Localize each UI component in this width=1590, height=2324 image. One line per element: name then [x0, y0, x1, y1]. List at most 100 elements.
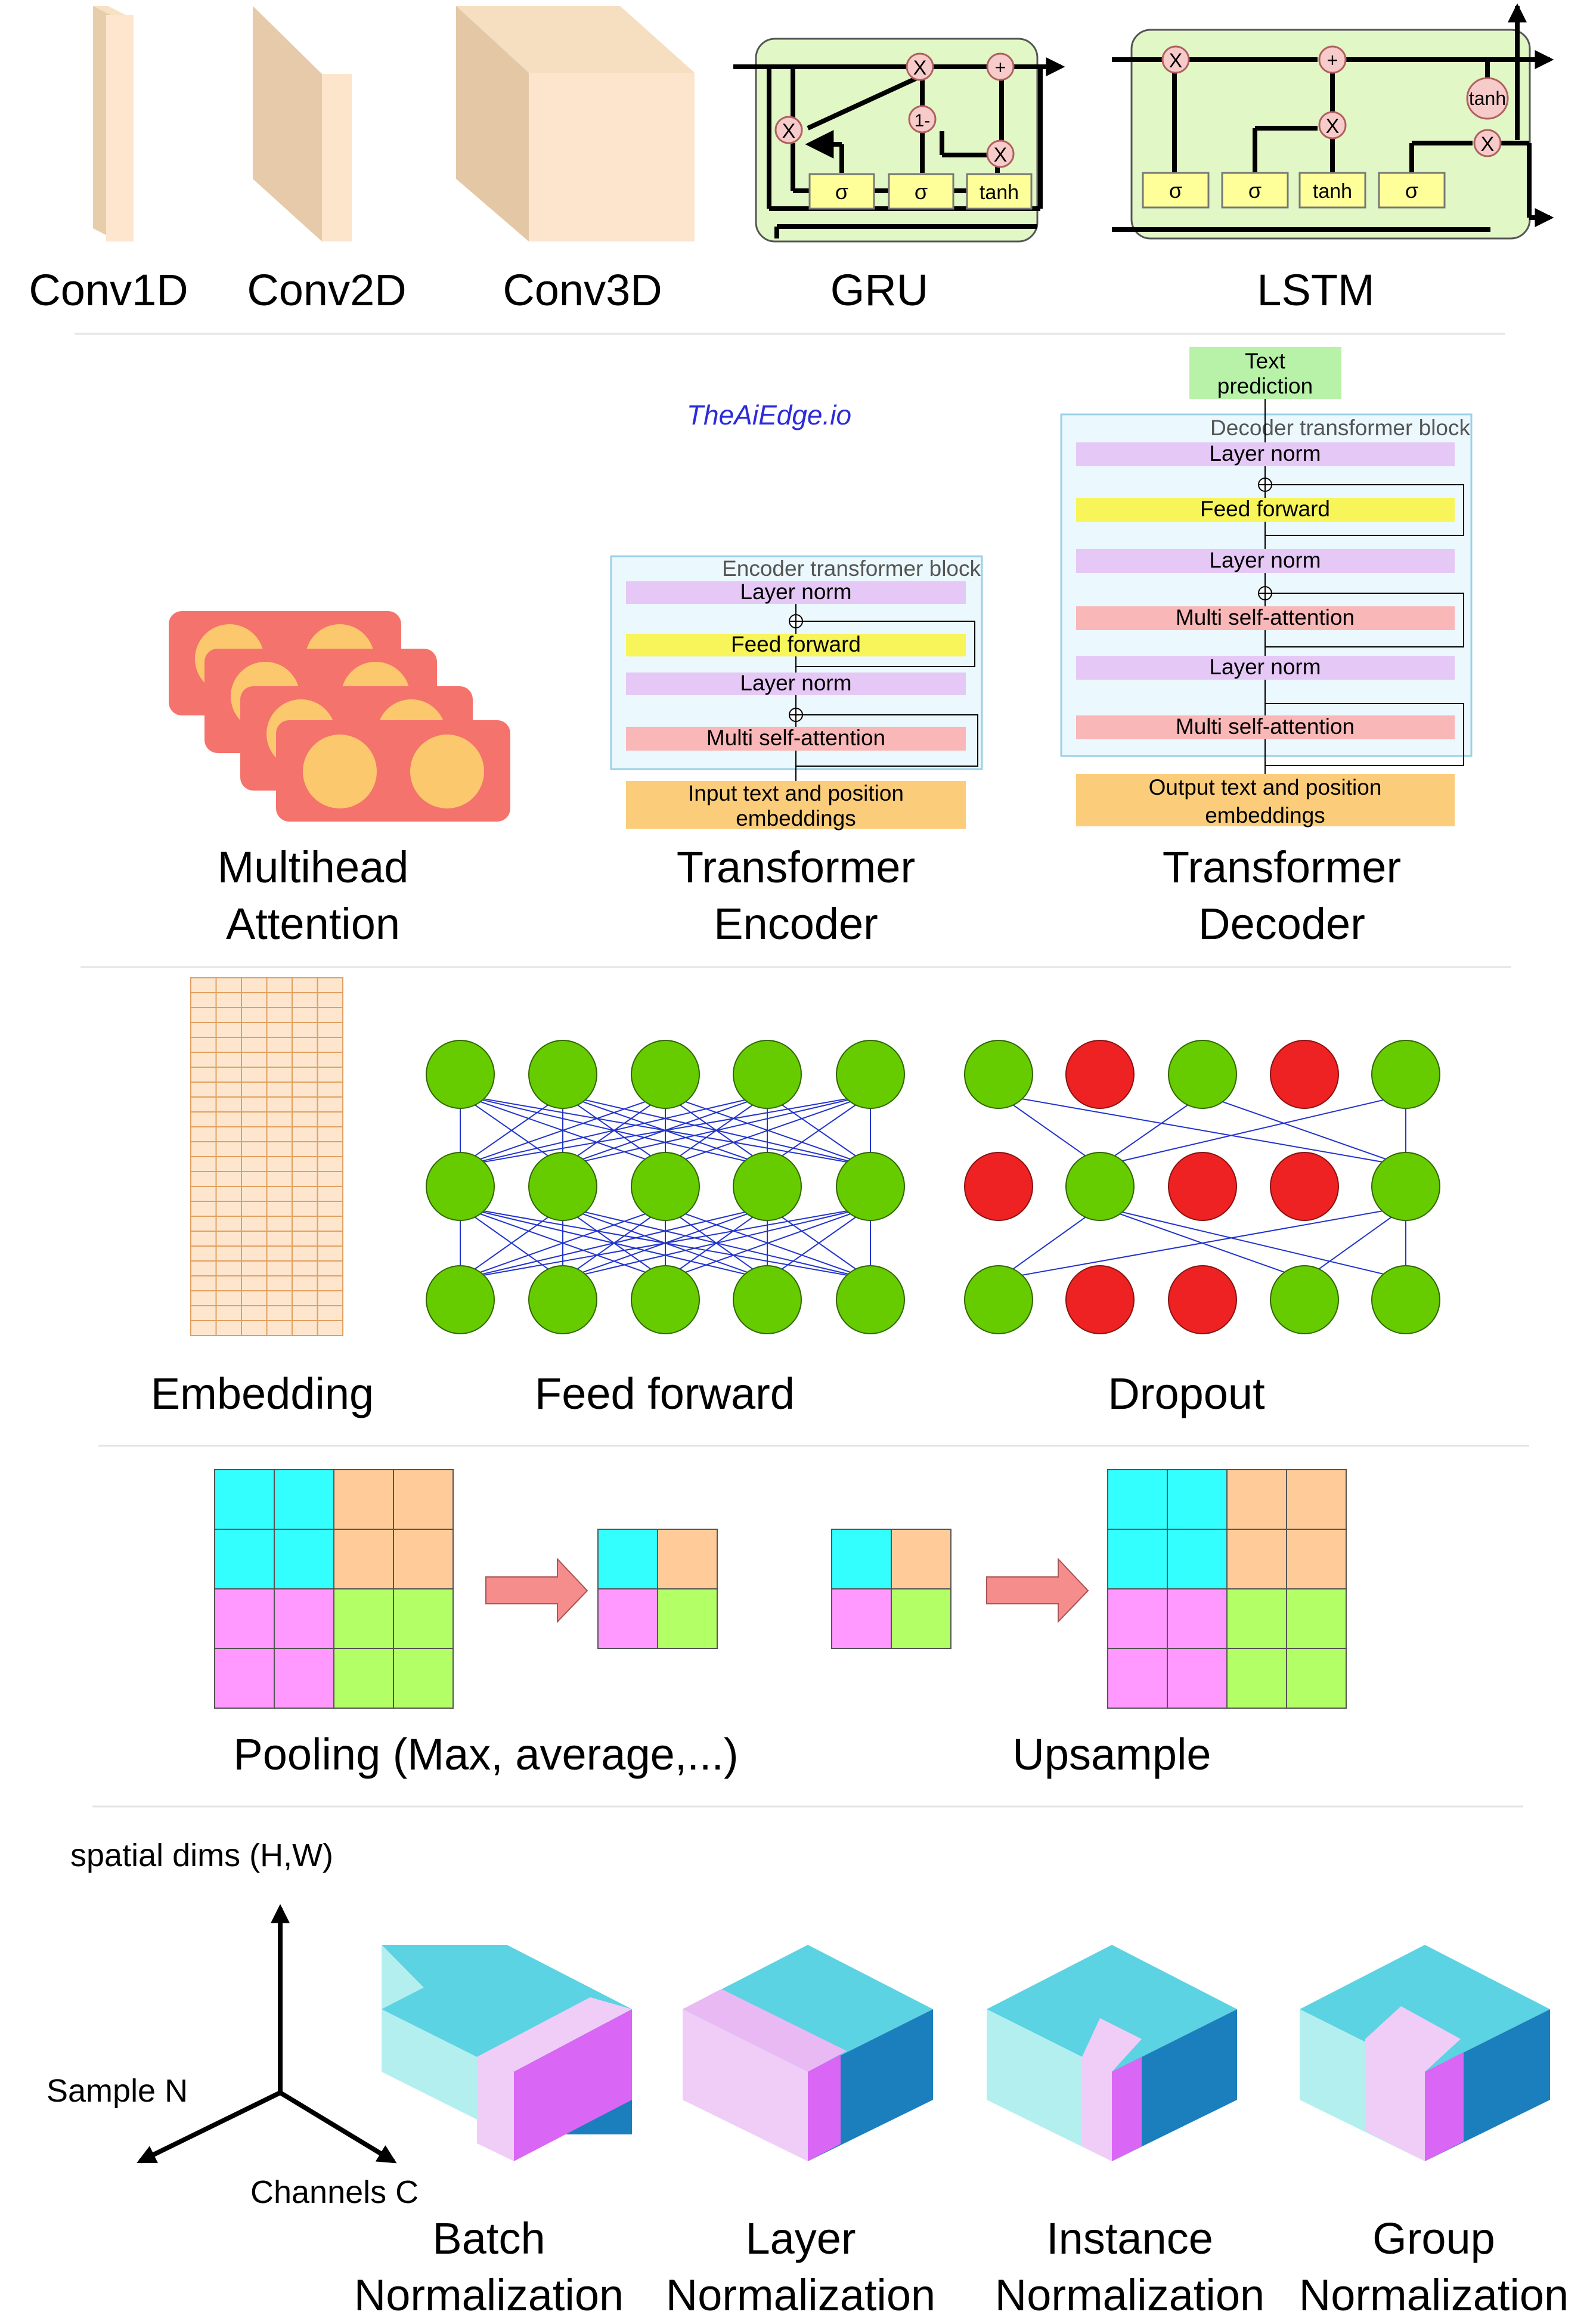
- svg-text:tanh: tanh: [1313, 180, 1352, 203]
- gru-multiply-node-2: X: [906, 52, 934, 81]
- ff-neuron: [733, 1265, 802, 1334]
- ff-neuron: [733, 1152, 802, 1221]
- gru-multiply-node-3: X: [986, 140, 1015, 168]
- ff-connection: [767, 1206, 871, 1280]
- gru-sigma-gate-2: σ: [888, 173, 954, 210]
- ff-connection: [460, 1094, 563, 1167]
- gru-label: GRU: [830, 265, 928, 315]
- lstm-label: LSTM: [1257, 265, 1374, 315]
- dropout-connection: [1099, 1094, 1203, 1167]
- svg-text:σ: σ: [1405, 178, 1418, 203]
- upsample-arrow: [986, 1557, 1089, 1623]
- ff-neuron: [836, 1265, 905, 1334]
- lstm-sigma-gate-1: σ: [1142, 172, 1210, 209]
- kept-neuron: [1371, 1152, 1440, 1221]
- ff-neuron: [631, 1040, 700, 1109]
- svg-text:σ: σ: [835, 179, 848, 204]
- feed-forward-network: [426, 1040, 905, 1334]
- conv1d-block: [93, 6, 134, 241]
- svg-text:σ: σ: [1248, 178, 1262, 203]
- ff-neuron: [631, 1265, 700, 1334]
- svg-text:prediction: prediction: [1217, 374, 1313, 398]
- svg-text:σ: σ: [915, 179, 928, 204]
- svg-text:Multi self-attention: Multi self-attention: [1176, 714, 1355, 739]
- ff-connection: [460, 1094, 871, 1167]
- svg-text:Input text and position: Input text and position: [688, 781, 904, 805]
- svg-text:embeddings: embeddings: [736, 806, 856, 831]
- dropped-neuron: [1168, 1152, 1237, 1221]
- conv1d-label: Conv1D: [29, 265, 188, 315]
- ff-connection: [460, 1094, 666, 1167]
- svg-text:Feed forward: Feed forward: [731, 632, 861, 656]
- lstm-output-multiply-node: X: [1473, 129, 1502, 157]
- svg-text:Text: Text: [1245, 349, 1286, 373]
- dropout-connection: [998, 1094, 1406, 1167]
- dropped-neuron: [1065, 1040, 1135, 1109]
- multihead-label-1: Multihead: [218, 842, 409, 892]
- pooling-label: Pooling (Max, average,...): [233, 1730, 738, 1779]
- ff-neuron: [836, 1040, 905, 1109]
- dropped-neuron: [1270, 1152, 1339, 1221]
- dropout-connection: [1099, 1094, 1406, 1167]
- svg-text:+: +: [1327, 49, 1338, 71]
- gru-one-minus-node: 1-: [908, 105, 937, 134]
- ff-connection: [665, 1094, 871, 1167]
- ff-neuron: [426, 1152, 495, 1221]
- decoder-label-2: Decoder: [1198, 899, 1365, 949]
- svg-text:Layer norm: Layer norm: [740, 580, 851, 604]
- ff-connection: [562, 1094, 871, 1167]
- svg-text:X: X: [913, 57, 927, 79]
- ff-neuron: [631, 1152, 700, 1221]
- upsample-input-grid: [831, 1529, 951, 1649]
- dropout-connection: [998, 1206, 1406, 1280]
- encoder-label-2: Encoder: [714, 899, 878, 949]
- group-norm-cube: [1300, 1945, 1550, 2161]
- svg-text:X: X: [1169, 49, 1183, 72]
- conv2d-block: [253, 6, 352, 241]
- decoder-label-1: Transformer: [1163, 842, 1401, 892]
- dropped-neuron: [1168, 1265, 1237, 1334]
- dropout-connection: [998, 1094, 1101, 1167]
- ff-connection: [460, 1206, 768, 1280]
- lstm-tanh-gate: tanh: [1298, 172, 1366, 209]
- svg-text:tanh: tanh: [1469, 88, 1506, 109]
- group-norm-label-2: Normalization: [1299, 2270, 1569, 2320]
- lstm-sigma-gate-2: σ: [1221, 172, 1289, 209]
- kept-neuron: [1168, 1040, 1237, 1109]
- encoder-label-1: Transformer: [677, 842, 915, 892]
- pooling-input-grid: [214, 1469, 454, 1709]
- dropped-neuron: [1065, 1265, 1135, 1334]
- dropped-neuron: [964, 1152, 1033, 1221]
- feed-forward-label: Feed forward: [535, 1369, 795, 1418]
- lstm-forget-multiply-node: X: [1161, 45, 1190, 74]
- dropout-label: Dropout: [1108, 1369, 1265, 1418]
- conv3d-block: [456, 6, 695, 241]
- transformer-encoder: Encoder transformer block Layer norm Fee…: [610, 555, 983, 831]
- svg-text:1-: 1-: [915, 111, 931, 131]
- svg-text:X: X: [994, 144, 1008, 166]
- gru-cell: σ σ tanh X X 1- + X: [733, 38, 1065, 243]
- axis-channels-label: Channels C: [250, 2174, 419, 2210]
- dropout-connection: [1099, 1206, 1406, 1280]
- ff-connection: [460, 1206, 871, 1280]
- svg-text:Layer norm: Layer norm: [1209, 548, 1321, 572]
- upsample-output-grid: [1107, 1469, 1347, 1709]
- kept-neuron: [1065, 1152, 1135, 1221]
- conv2d-label: Conv2D: [247, 265, 406, 315]
- instance-norm-cube: [987, 1945, 1237, 2161]
- svg-text:Output text and position: Output text and position: [1149, 775, 1382, 800]
- ff-connection: [460, 1094, 768, 1167]
- layer-norm-cube: [683, 1945, 933, 2161]
- gru-tanh-gate: tanh: [966, 173, 1033, 210]
- ff-connection: [562, 1206, 871, 1280]
- ff-connection: [767, 1094, 871, 1167]
- kept-neuron: [1371, 1265, 1440, 1334]
- gru-plus-node: +: [986, 52, 1015, 81]
- svg-text:σ: σ: [1169, 178, 1182, 203]
- svg-text:X: X: [782, 120, 796, 142]
- svg-text:Layer norm: Layer norm: [1209, 655, 1321, 679]
- svg-text:Encoder transformer block: Encoder transformer block: [722, 556, 981, 581]
- kept-neuron: [1371, 1040, 1440, 1109]
- embedding-grid: [190, 977, 343, 1336]
- ff-neuron: [528, 1040, 597, 1109]
